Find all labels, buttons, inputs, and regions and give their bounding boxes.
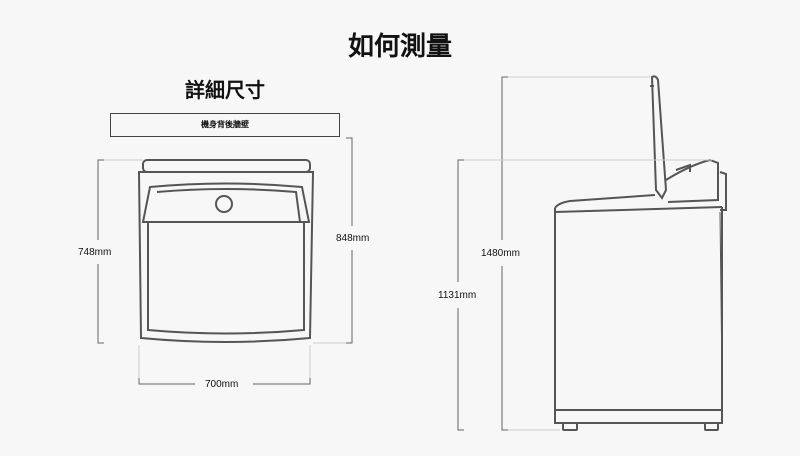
section-subtitle: 詳細尺寸 [185,80,265,102]
side-dimension-lines [457,76,712,431]
washer-top-view [137,159,315,343]
front-dimension-lines [97,137,353,385]
front-width-label: 700mm [205,378,239,391]
lid-open-height-label: 1480mm [481,247,520,260]
side-height-label: 1131mm [438,289,477,302]
page-title: 如何測量 [347,31,452,61]
rear-wall-label: 機身背後牆壁 [110,113,340,137]
front-depth-label: 848mm [336,232,370,245]
front-height-label: 748mm [78,246,112,259]
washer-side-view [554,75,727,431]
